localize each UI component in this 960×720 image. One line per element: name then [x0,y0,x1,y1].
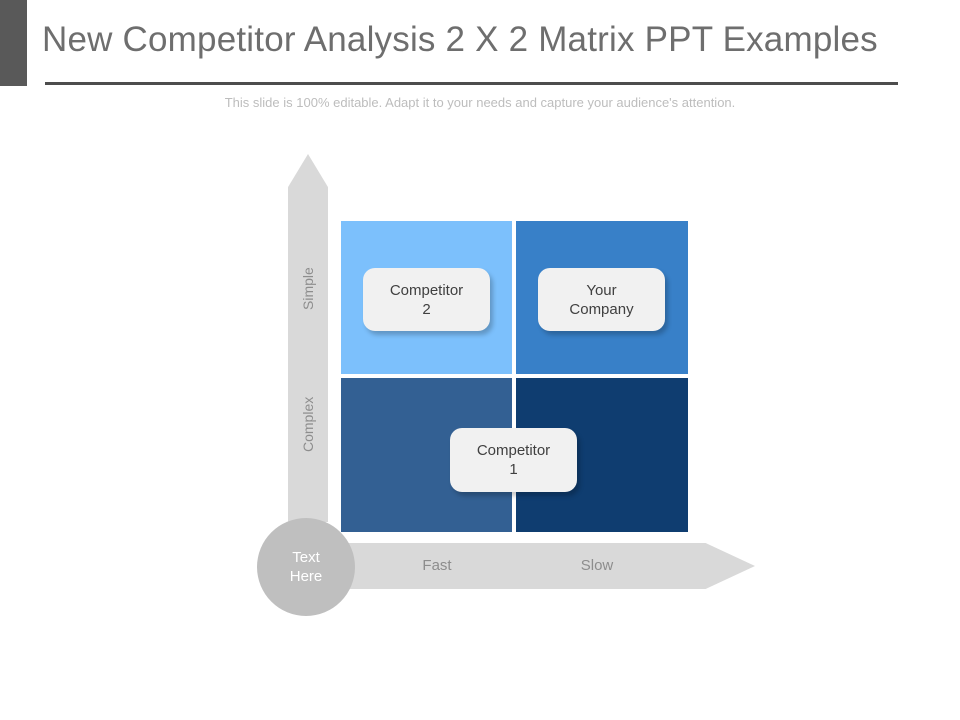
horizontal-axis-arrow-icon [306,543,755,589]
vertical-axis-label-bottom: Complex [300,396,316,452]
title-divider [45,82,898,85]
vertical-axis-label-top: Simple [300,267,316,310]
horizontal-axis-label-right: Slow [580,557,614,574]
page-subtitle: This slide is 100% editable. Adapt it to… [224,95,736,110]
vertical-axis-arrow-icon [288,154,328,522]
horizontal-axis-label-left: Fast [422,557,452,574]
header-accent-bar [0,0,27,86]
page-title: New Competitor Analysis 2 X 2 Matrix PPT… [42,20,878,59]
